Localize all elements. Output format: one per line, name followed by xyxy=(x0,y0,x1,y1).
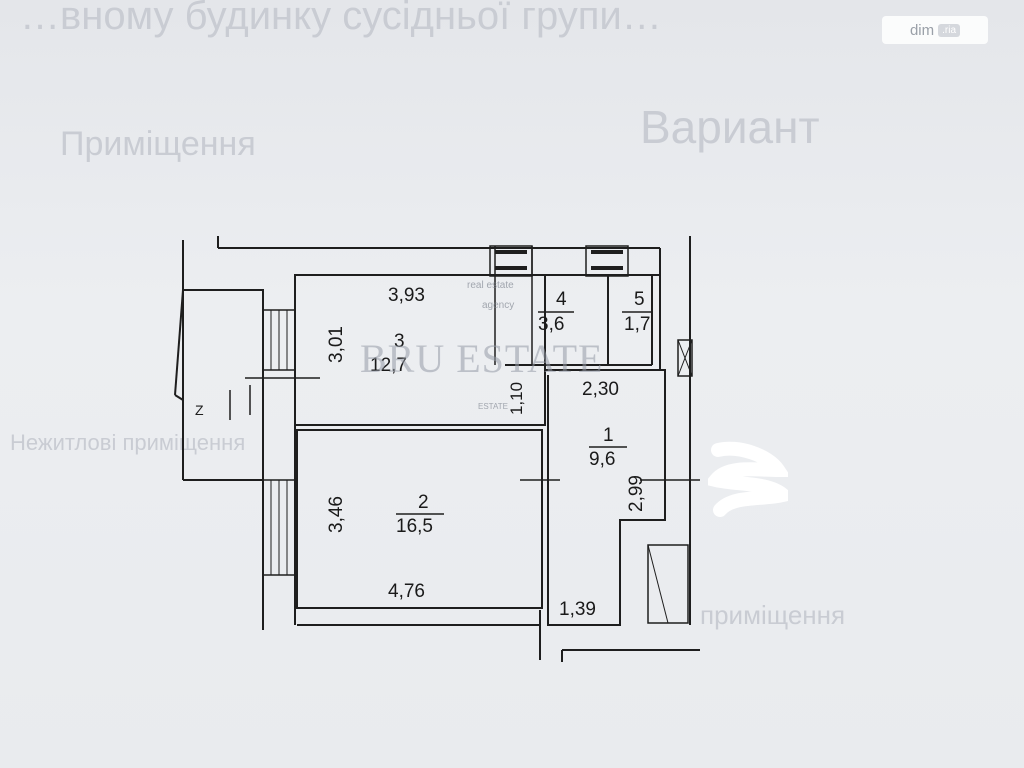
room-2-outline xyxy=(296,429,543,609)
room-5-fraction-line xyxy=(622,311,652,313)
room-4-area: 3,6 xyxy=(538,314,565,335)
room-2-fraction-line xyxy=(396,513,444,515)
room-1-area: 9,6 xyxy=(589,449,616,470)
dim-room3-width: 3,93 xyxy=(388,285,425,306)
room-5-number: 5 xyxy=(634,289,645,310)
watermark-small: ESTATE xyxy=(478,402,508,411)
room-5-area: 1,7 xyxy=(624,314,651,335)
room-1-outline xyxy=(545,369,666,626)
room-3-number: 3 xyxy=(394,331,405,352)
room-1-number: 1 xyxy=(603,425,614,446)
appliance-box xyxy=(647,544,689,624)
dim-hall-bottom: 1,39 xyxy=(559,599,596,620)
room-4-number: 4 xyxy=(556,289,567,310)
dim-room2-height: 3,46 xyxy=(325,496,347,533)
room-2-area: 16,5 xyxy=(396,516,433,537)
watermark-line2: agency xyxy=(482,300,515,311)
ria-logo-text: .ria xyxy=(938,23,961,37)
room-3-area: 12,7 xyxy=(370,355,407,376)
watermark-line1: real estate xyxy=(467,280,514,291)
dim-room1-height: 2,99 xyxy=(625,475,647,512)
dim-room2-width: 4,76 xyxy=(388,581,425,602)
room-1-fraction-line xyxy=(589,446,627,448)
room-4-fraction-line xyxy=(538,311,574,313)
dim-room3-height: 3,01 xyxy=(325,326,347,363)
svg-text:Z: Z xyxy=(195,402,204,418)
shaft-right xyxy=(585,245,629,277)
dim-passage: 1,10 xyxy=(507,381,527,416)
redaction-scribble xyxy=(708,441,788,517)
dim-logo-text: dim xyxy=(909,21,935,39)
dim-ria-logo: dim .ria xyxy=(882,16,988,44)
watermark-brand: BRU ESTATE xyxy=(360,336,604,381)
room-2-number: 2 xyxy=(418,492,429,513)
dim-room1-top: 2,30 xyxy=(582,379,619,400)
